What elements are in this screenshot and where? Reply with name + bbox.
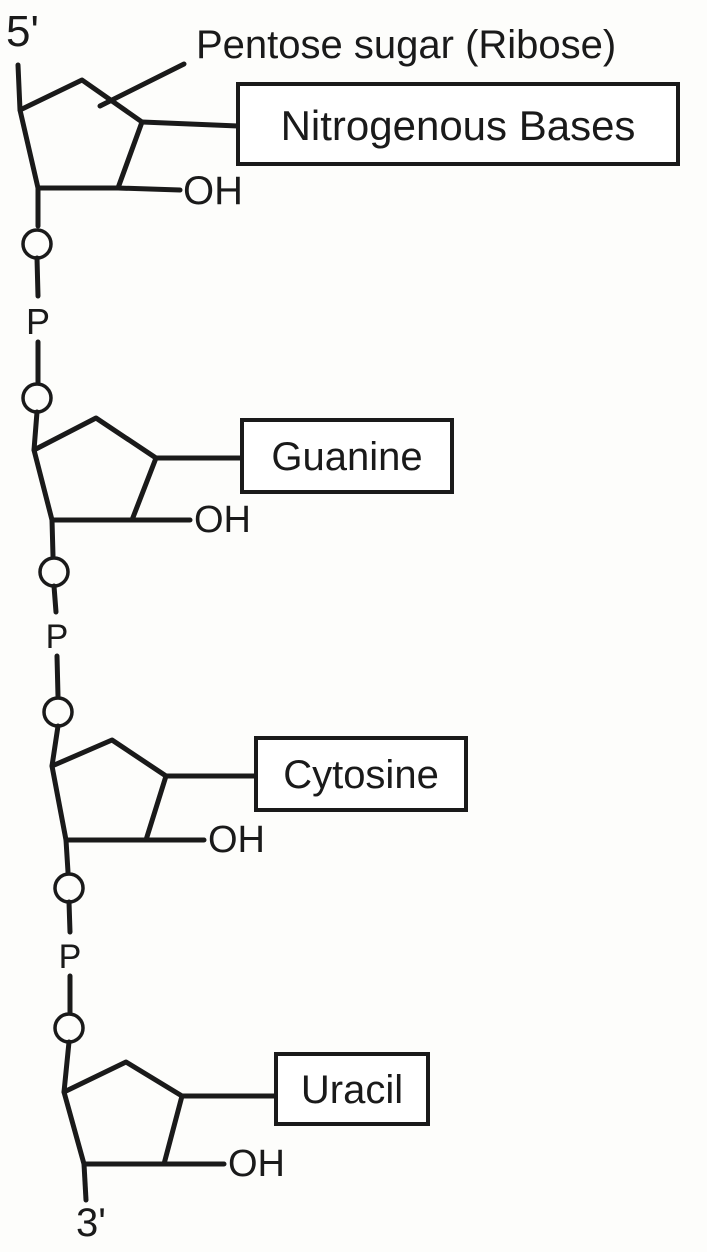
- linkage-2-oxygen-top: [38, 556, 70, 588]
- nucleotide-3: Cytosine OH: [49, 736, 468, 861]
- linkage-3-phosphorus: P: [59, 938, 82, 976]
- linkage-2-bond-a: [49, 517, 56, 559]
- linkage-1-bond-b: [34, 255, 41, 299]
- ribose-ring-3: [49, 737, 169, 843]
- linkage-3-bond-b: [66, 899, 73, 935]
- base-box-2: [240, 418, 454, 494]
- linkage-3-oxygen-top: [53, 872, 85, 904]
- linkage-1-bond-d: [31, 409, 40, 453]
- nucleotide-4: Uracil OH: [61, 1052, 430, 1185]
- linkage-2-oxygen-bottom: [42, 696, 74, 728]
- hydroxyl-label-4: OH: [228, 1143, 285, 1185]
- ribose-ring-2: [31, 415, 159, 523]
- nucleotide-2: Guanine OH: [31, 415, 454, 541]
- base-bond-1: [139, 119, 241, 129]
- five-prime-label: 5': [6, 7, 39, 56]
- sugar-label: Pentose sugar (Ribose): [196, 23, 616, 67]
- linkage-3-oxygen-bottom: [53, 1012, 85, 1044]
- hydroxyl-bond-1: [115, 185, 183, 193]
- nucleotide-1: Nitrogenous Bases OH: [17, 77, 680, 213]
- linkage-3-bond-a: [63, 837, 71, 875]
- base-box-1: [236, 82, 680, 166]
- linkage-1-phosphorus: P: [26, 301, 50, 342]
- three-prime-tail-bond: [81, 1161, 89, 1203]
- linkage-2-bond-b: [51, 583, 59, 615]
- base-label-2: Guanine: [271, 435, 422, 479]
- base-label-3: Cytosine: [283, 753, 439, 797]
- linkage-1-oxygen-bottom: [21, 382, 53, 414]
- base-label-1: Nitrogenous Bases: [281, 102, 636, 149]
- hydroxyl-label-3: OH: [208, 819, 265, 861]
- five-prime-tail-bond: [15, 62, 23, 113]
- base-box-3: [254, 736, 468, 812]
- phosphodiester-linkage-2: P: [38, 517, 74, 769]
- ribose-ring-1: [17, 77, 145, 191]
- hydroxyl-label-1: OH: [183, 169, 243, 213]
- phosphodiester-linkage-3: P: [53, 837, 85, 1095]
- base-label-4: Uracil: [301, 1068, 403, 1112]
- linkage-2-bond-c: [54, 653, 61, 699]
- base-box-4: [274, 1052, 430, 1126]
- ribose-ring-4: [61, 1059, 185, 1167]
- hydroxyl-label-2: OH: [194, 499, 251, 541]
- linkage-1-oxygen-top: [21, 228, 53, 260]
- linkage-2-phosphorus: P: [46, 618, 69, 656]
- sugar-pointer-line: [97, 61, 187, 109]
- linkage-3-bond-d: [61, 1039, 72, 1095]
- phosphodiester-linkage-1: P: [21, 185, 53, 453]
- linkage-2-bond-d: [49, 723, 61, 769]
- three-prime-label: 3': [76, 1201, 106, 1245]
